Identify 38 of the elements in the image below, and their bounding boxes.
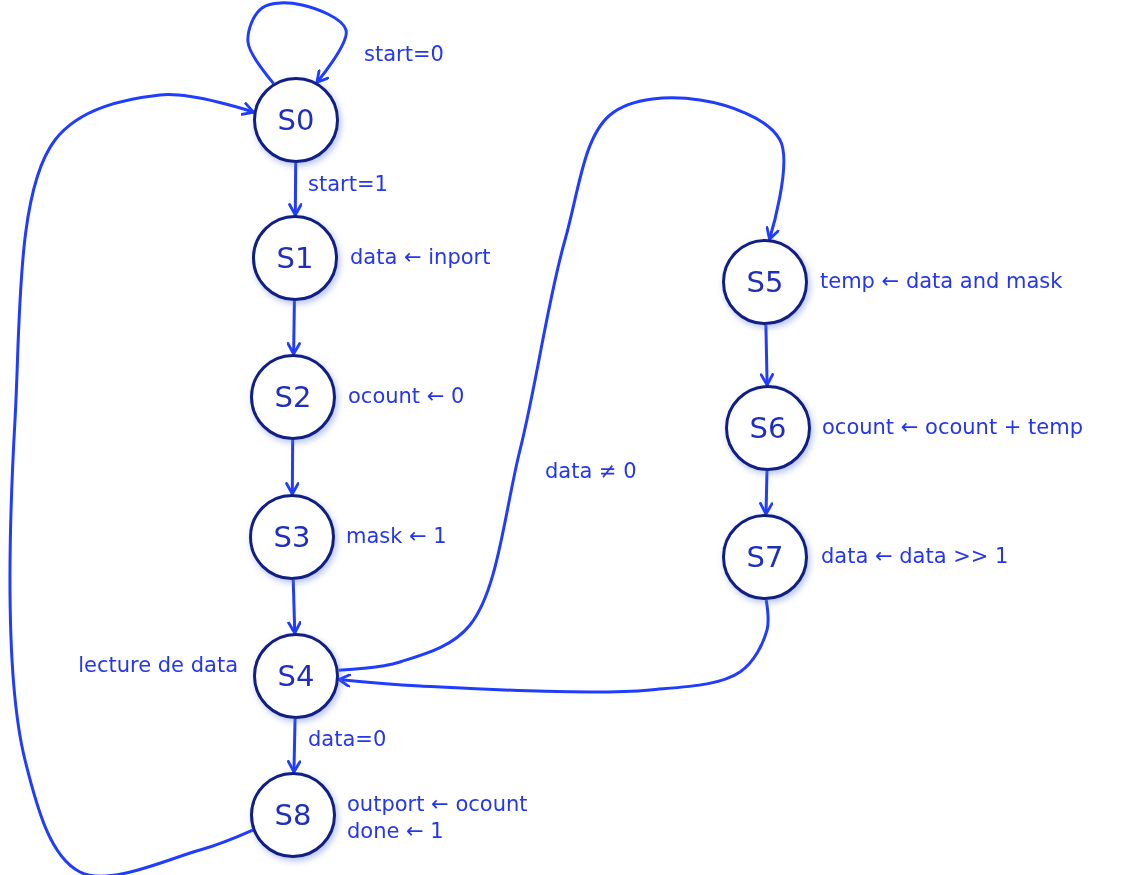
action-text: temp ← data and mask [820,269,1063,295]
state-label: S0 [277,103,315,137]
arrow [246,1,348,85]
action-text: ocount ← 0 [348,384,465,410]
action-text: data ← inport [350,245,491,271]
action-text: lecture de data [78,653,238,679]
state-label: S8 [274,798,312,832]
state-circle [250,772,336,858]
state-label: S2 [274,380,312,414]
arrow [286,718,302,774]
state-label: S7 [746,540,784,574]
state-label: S1 [276,241,314,275]
arrow [759,324,775,387]
state-circle [250,354,336,440]
action-text: mask ← 1 [346,524,447,550]
arrow [286,300,301,356]
state-label: S3 [273,520,311,554]
state-circle [725,385,811,471]
arrow [337,599,770,694]
state-circle [252,215,338,301]
action-text: data ← data >> 1 [821,544,1009,570]
state-circle [253,77,339,163]
state-label: S4 [277,659,315,693]
arrow [288,163,303,217]
state-circle [722,514,808,600]
state-circle [253,633,339,719]
arrow [338,96,786,672]
arrow [8,93,256,875]
arrow [759,470,774,516]
arrow [285,440,300,496]
state-label: S5 [746,265,784,299]
state-label: S6 [749,411,787,445]
state-circle [722,239,808,325]
action-text: done ← 1 [347,819,444,845]
action-text: ocount ← ocount + temp [822,415,1084,441]
action-text: outport ← ocount [347,792,528,818]
arrow [287,579,302,635]
state-circle [249,494,335,580]
